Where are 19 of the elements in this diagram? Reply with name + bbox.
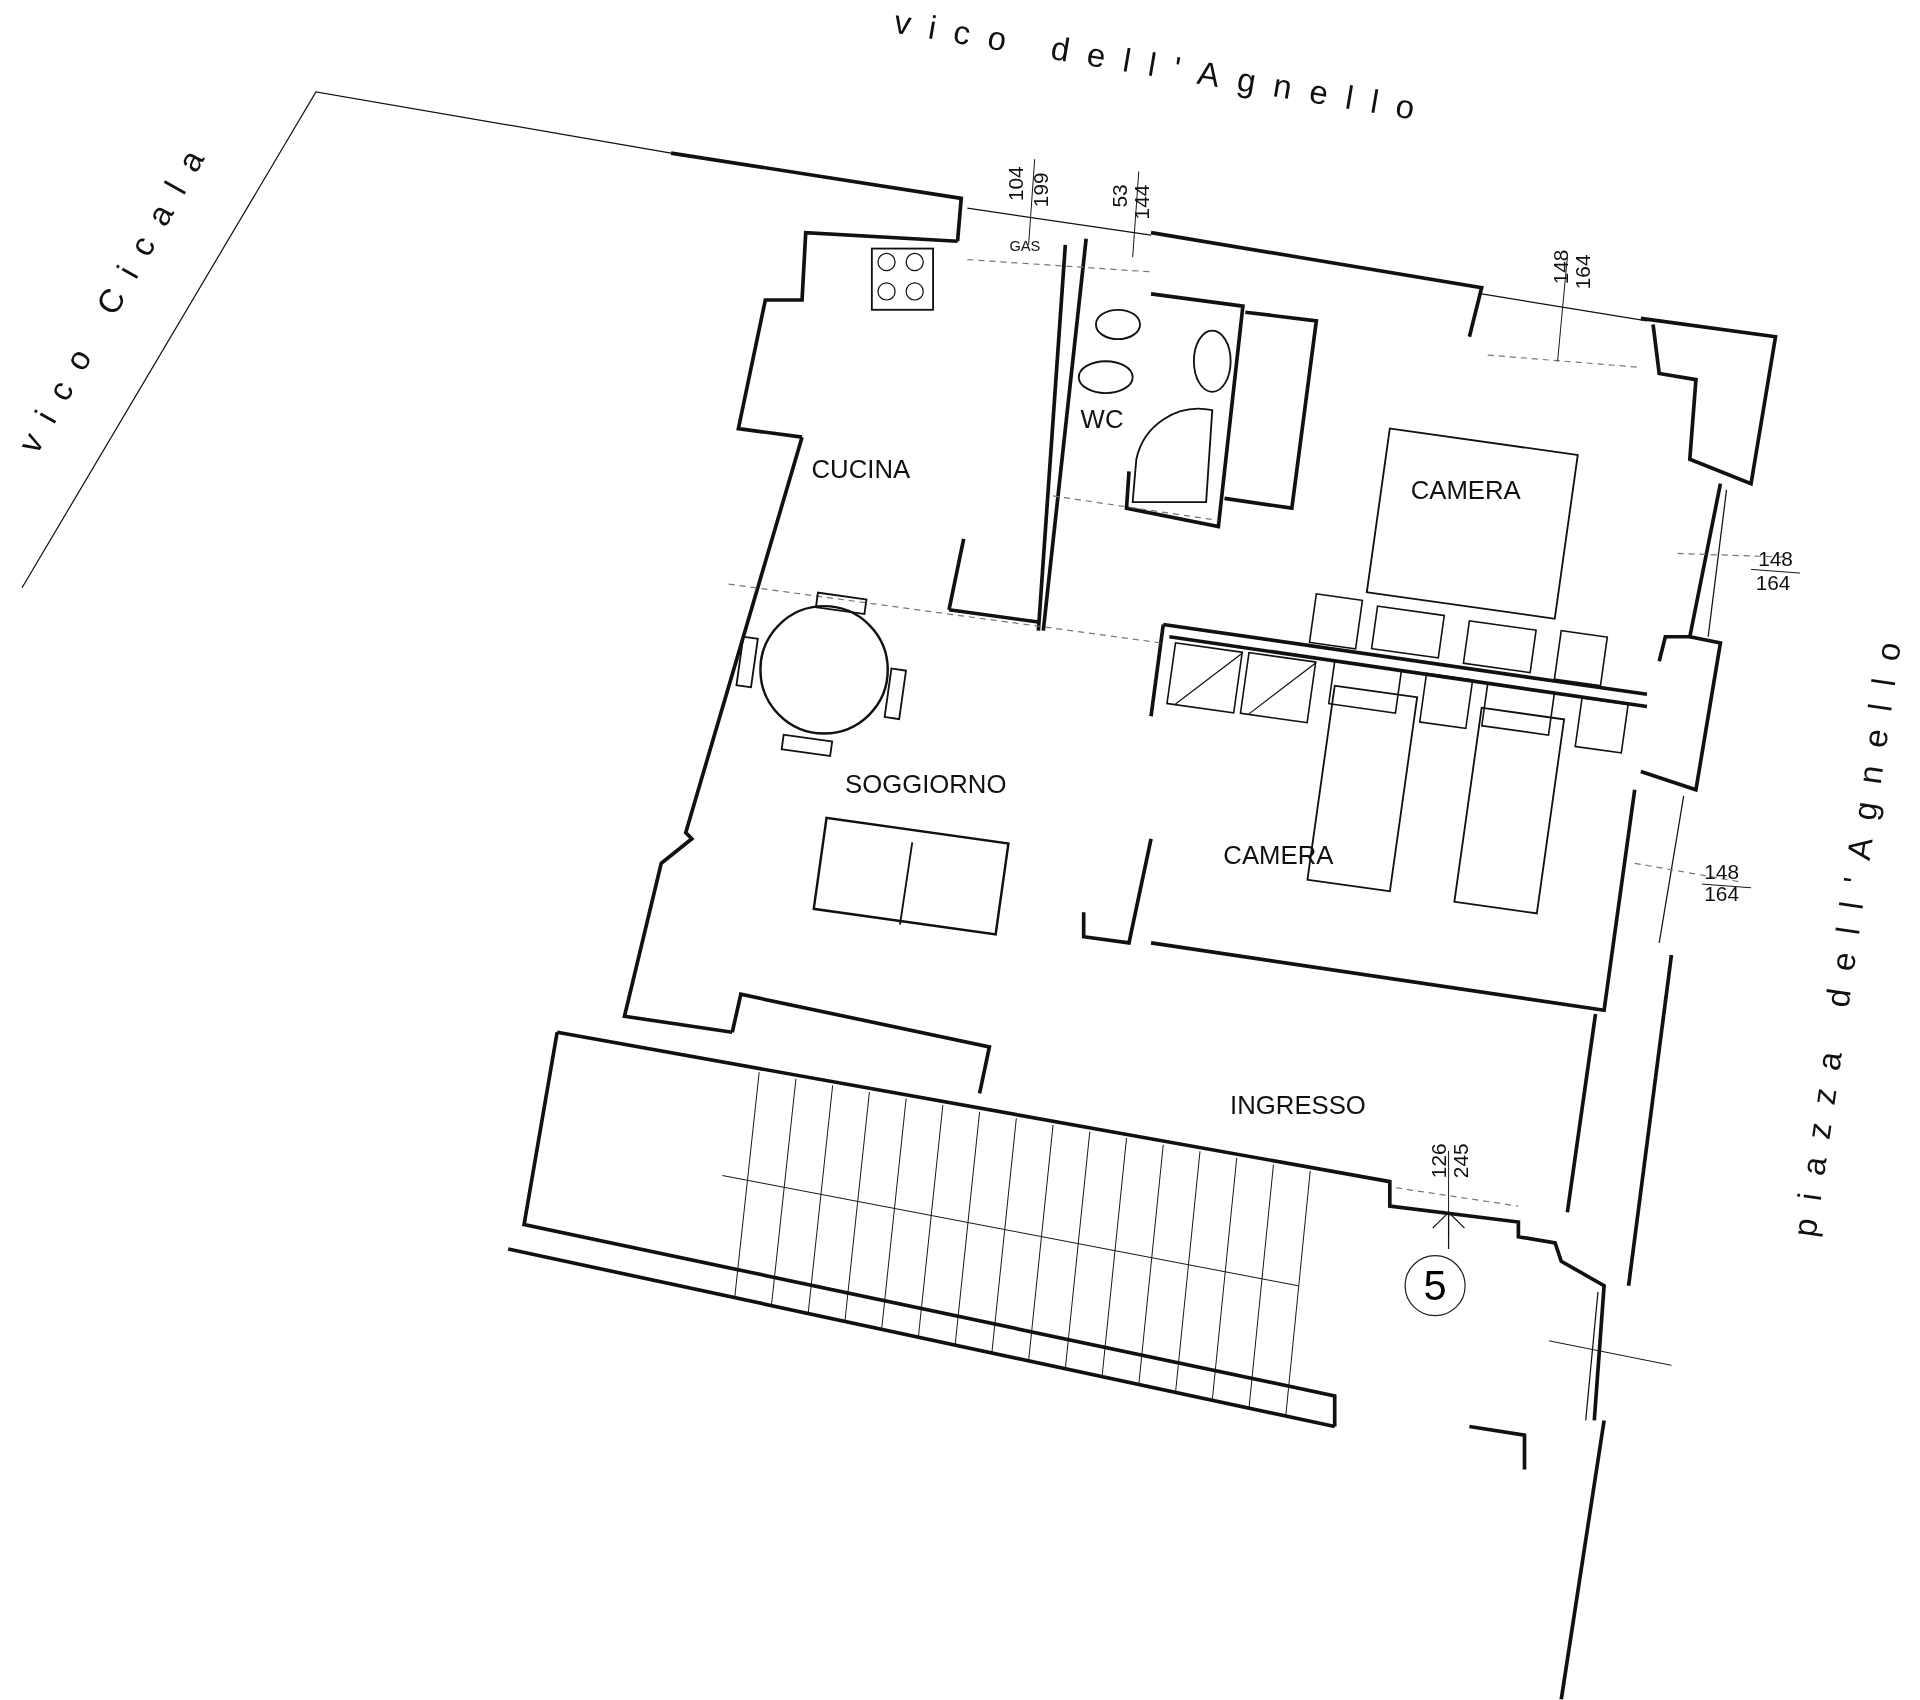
dimension: 245 <box>1450 1143 1472 1179</box>
room-name: CAMERA <box>1410 476 1521 503</box>
dimension: 126 <box>1428 1143 1450 1179</box>
dimension: 164 <box>1572 254 1594 290</box>
dimension: 199 <box>1030 172 1052 208</box>
gas-label: GAS <box>1009 238 1041 254</box>
dimension: 164 <box>1704 883 1739 905</box>
dimension: 148 <box>1758 549 1793 570</box>
dimension: 148 <box>1550 249 1572 285</box>
room-name: SOGGIORNO <box>845 770 1007 797</box>
room-name: WC <box>1080 405 1124 432</box>
room-name: CUCINA <box>811 456 911 482</box>
callout-circle: 5 <box>1404 1255 1466 1317</box>
dimension: 148 <box>1704 861 1739 883</box>
dimension: 104 <box>1005 166 1027 202</box>
dimension: 144 <box>1132 184 1153 220</box>
dimension: 53 <box>1110 184 1131 208</box>
room-name: INGRESSO <box>1230 1091 1366 1118</box>
dimension: 164 <box>1755 572 1791 594</box>
